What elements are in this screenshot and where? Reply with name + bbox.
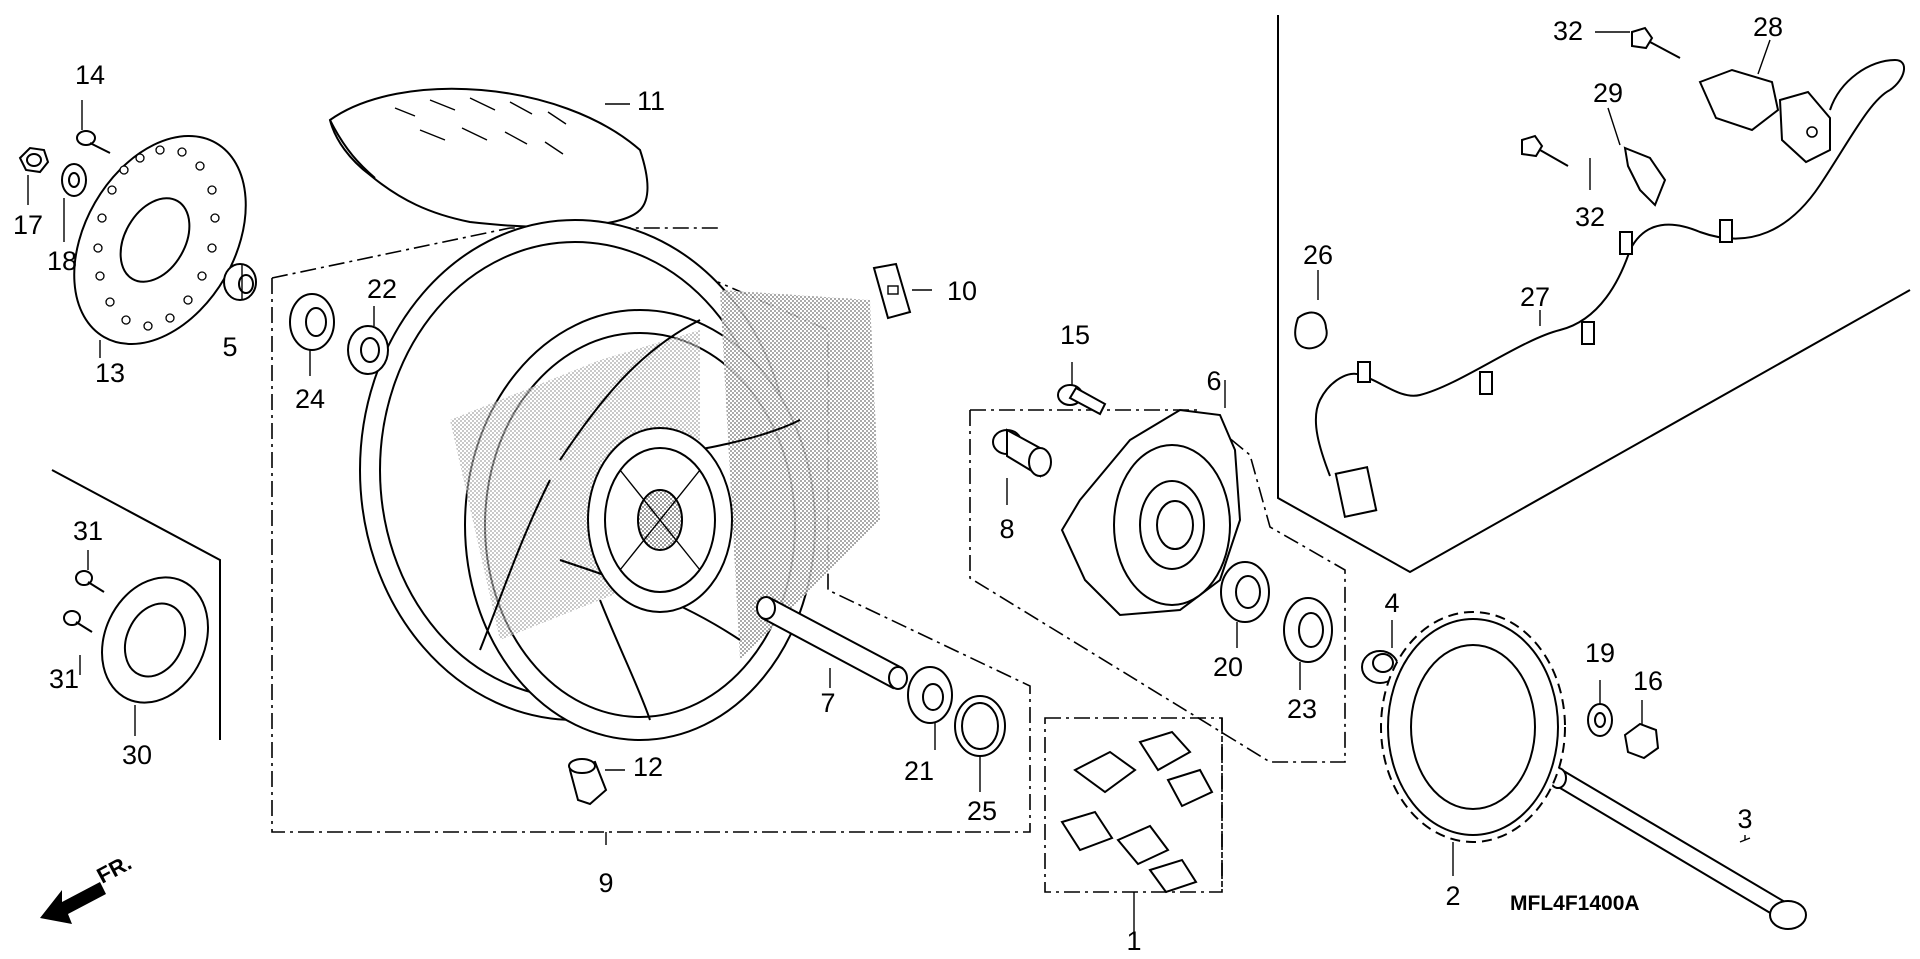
- part-number: 31: [49, 664, 79, 694]
- part-number: 15: [1060, 320, 1090, 350]
- drawing-code: MFL4F1400A: [1510, 892, 1640, 915]
- part-number: 8: [999, 514, 1014, 544]
- part-number: 28: [1753, 12, 1783, 42]
- speed-sensor-assembly: [1294, 26, 1905, 519]
- front-direction-arrow: FR.: [40, 850, 136, 924]
- collar-4: [1361, 650, 1399, 684]
- part-number: 12: [633, 752, 663, 782]
- part-number: 27: [1520, 282, 1550, 312]
- part-number: 32: [1553, 16, 1583, 46]
- part-number: 9: [598, 868, 613, 898]
- part-number: 6: [1206, 366, 1221, 396]
- pulser-ring-30: [63, 570, 209, 704]
- part-number: 14: [75, 60, 105, 90]
- washer-19-nut-16: [1587, 703, 1660, 760]
- group-outlines: [51, 15, 1911, 893]
- part-number: 13: [95, 358, 125, 388]
- axle-collar-7: [756, 596, 908, 690]
- part-number: 23: [1287, 694, 1317, 724]
- part-number: 22: [367, 274, 397, 304]
- brake-disc-13: [73, 135, 247, 345]
- part-number: 21: [904, 756, 934, 786]
- part-number: 17: [13, 210, 43, 240]
- part-number: 10: [947, 276, 977, 306]
- part-number: 11: [637, 86, 665, 116]
- part-number: 32: [1575, 202, 1605, 232]
- wheel-rim: [359, 219, 880, 741]
- sprocket-2: [1380, 611, 1566, 843]
- part-number: 25: [967, 796, 997, 826]
- part-number: 16: [1633, 666, 1663, 696]
- valve-12: [568, 758, 608, 806]
- bearings-24-22: [289, 293, 389, 375]
- bolt-15: [1057, 384, 1107, 416]
- part-number: 26: [1303, 240, 1333, 270]
- part-number: 29: [1593, 78, 1623, 108]
- disc-hardware: [18, 130, 257, 301]
- part-number: 31: [73, 516, 103, 546]
- tire: [328, 87, 649, 228]
- part-number: 18: [47, 246, 77, 276]
- part-number: 4: [1384, 588, 1399, 618]
- part-number: 2: [1445, 881, 1460, 911]
- part-number: 20: [1213, 652, 1243, 682]
- bearing-21-oring-25: [907, 666, 1006, 757]
- sprocket-hub-6: [1060, 408, 1242, 617]
- part-number: 3: [1737, 804, 1752, 834]
- part-number: 5: [222, 332, 237, 362]
- part-number-callouts: 1 2 3 4 5 6 7 8 9 10 11 12 13 14 15 16 1…: [13, 12, 1783, 956]
- balance-weight-10: [872, 262, 912, 320]
- part-number: 19: [1585, 638, 1615, 668]
- part-number: 24: [295, 384, 325, 414]
- bearing-20-seal-23: [1220, 561, 1333, 663]
- part-number: 7: [820, 688, 835, 718]
- part-number: 30: [122, 740, 152, 770]
- leader-lines: [27, 31, 1771, 935]
- dampers-1: [1060, 730, 1214, 894]
- part-number: 1: [1126, 926, 1141, 956]
- collar-8: [992, 428, 1052, 478]
